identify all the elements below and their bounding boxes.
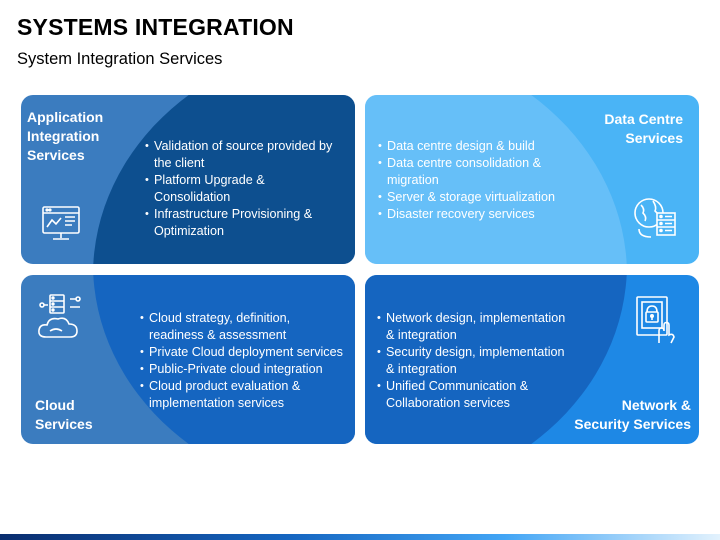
list-item: Security design, implementation& integra… [377,344,587,378]
title-line: Network & [621,397,691,413]
page-subtitle: System Integration Services [17,50,223,68]
fingerprint-lock-icon [636,296,675,344]
list-item: Private Cloud deployment services [140,344,350,361]
cloud-services-card: Cloud strategy, definition,readiness & a… [21,275,355,444]
application-integration-card: Application Integration Services Validat… [21,95,355,264]
list-item: Cloud product evaluation &implementation… [140,378,350,412]
title-line: Integration [27,128,100,144]
list-item: Server & storage virtualization [378,189,578,206]
card-title-cloud: Cloud Services [35,396,135,434]
list-item: Network design, implementation& integrat… [377,310,587,344]
page-title: SYSTEMS INTEGRATION [17,14,294,40]
card-title-application: Application Integration Services [27,108,127,165]
list-item: Unified Communication &Collaboration ser… [377,378,587,412]
cloud-bullet-list: Cloud strategy, definition,readiness & a… [140,310,350,412]
list-item: Data centre consolidation &migration [378,155,578,189]
title-line: Data Centre [604,111,683,127]
card-title-datacentre: Data Centre Services [563,110,683,148]
title-line: Services [35,416,93,432]
network-bullet-list: Network design, implementation& integrat… [377,310,587,412]
monitor-dashboard-icon [42,206,80,240]
title-line: Security Services [574,416,691,432]
list-item: Infrastructure Provisioning &Optimizatio… [145,206,350,240]
list-item: Public-Private cloud integration [140,361,350,378]
title-line: Application [27,109,104,125]
list-item: Data centre design & build [378,138,578,155]
list-item: Disaster recovery services [378,206,578,223]
list-item: Platform Upgrade &Consolidation [145,172,350,206]
title-line: Services [625,130,683,146]
data-centre-card: Data Centre Services Data centre design … [365,95,699,264]
globe-server-icon [634,198,676,238]
card-title-network: Network & Security Services [561,396,691,434]
footer-gradient-bar [0,534,720,540]
network-security-card: Network design, implementation& integrat… [365,275,699,444]
title-line: Cloud [35,397,75,413]
title-line: Services [27,147,85,163]
datacentre-bullet-list: Data centre design & build Data centre c… [378,138,578,223]
list-item: Cloud strategy, definition,readiness & a… [140,310,350,344]
cloud-server-icon [38,294,81,338]
